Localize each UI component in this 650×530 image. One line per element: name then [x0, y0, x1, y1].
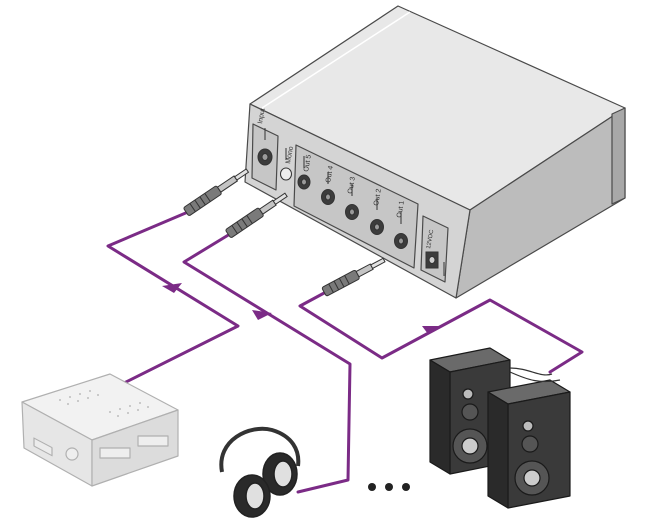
out5-jack — [297, 156, 311, 190]
mono-switch — [280, 148, 292, 181]
arrow-to-speakers — [422, 326, 440, 334]
signal-arrows — [162, 283, 440, 334]
headphones-cable — [182, 232, 352, 494]
input-label: Input — [257, 108, 267, 125]
out3-jack — [345, 184, 359, 220]
speakers-plug — [321, 257, 386, 297]
jacks — [257, 128, 445, 276]
power-label: 12VDC — [426, 229, 435, 250]
ellipsis-icon — [368, 483, 410, 491]
headphones-icon — [219, 426, 301, 518]
power-jack — [425, 251, 445, 276]
input-jack — [257, 128, 273, 166]
out1-jack — [394, 212, 408, 249]
audio-player-icon — [21, 373, 179, 487]
speaker-right — [487, 379, 571, 509]
arrow-to-device — [162, 283, 182, 293]
speaker-pair-icon — [429, 347, 571, 509]
speaker-link-wires — [509, 367, 561, 383]
out2-label: Out 2 — [373, 188, 383, 206]
out4-label: Out 4 — [325, 165, 335, 183]
out1-label: Out 1 — [396, 200, 406, 218]
out4-jack — [321, 172, 335, 205]
device-end-cap — [611, 107, 626, 205]
arrow-to-headphones — [252, 310, 272, 320]
out2-jack — [370, 198, 384, 235]
input-plug — [183, 168, 250, 216]
mono-label: Mono — [285, 146, 295, 165]
plugs — [183, 168, 386, 297]
speakers-cable — [298, 290, 584, 374]
out5-label: Out 5 — [303, 154, 313, 172]
headphones-plug — [225, 192, 288, 238]
input-cable — [106, 210, 240, 386]
